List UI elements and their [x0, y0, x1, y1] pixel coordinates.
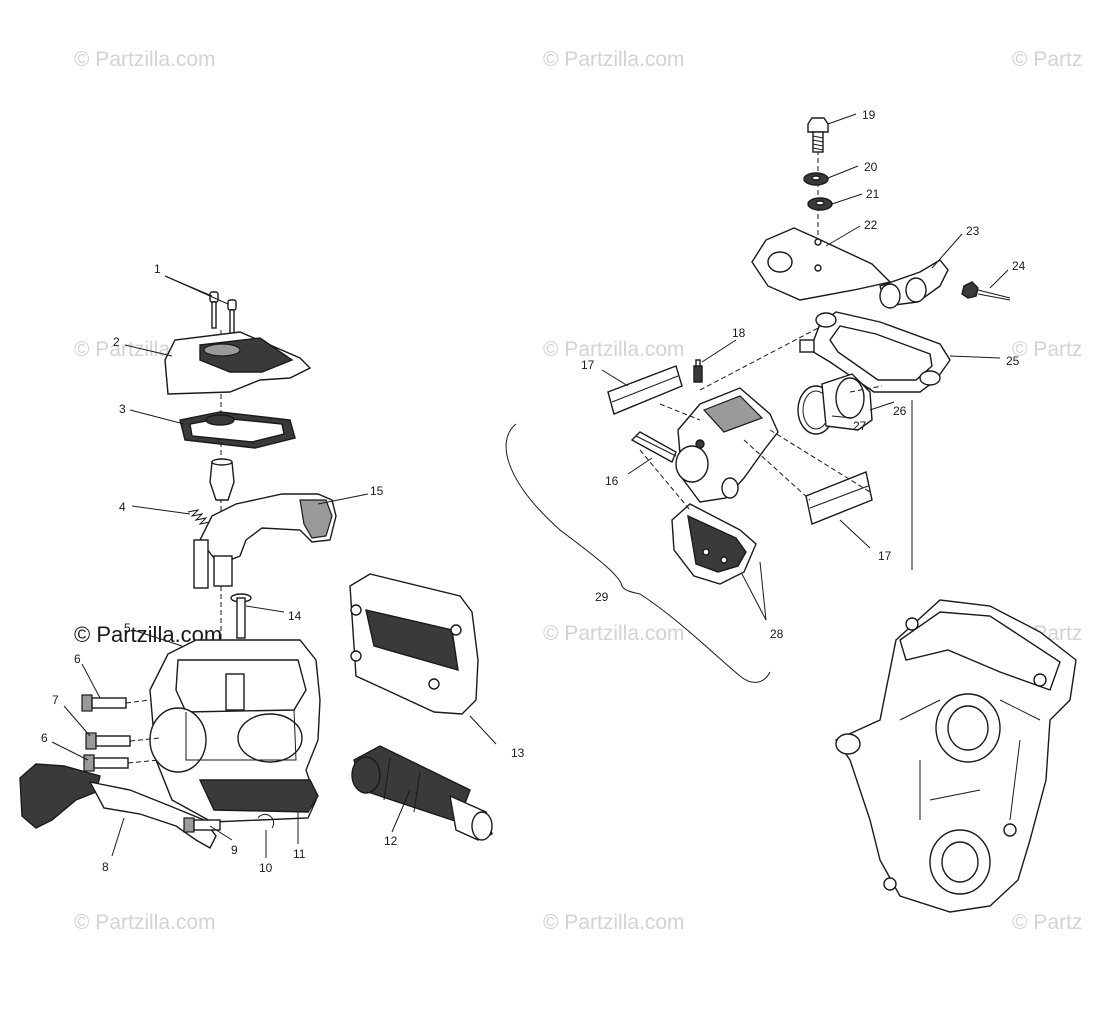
callout-13: 13 — [511, 746, 525, 760]
callout-1: 1 — [154, 262, 161, 276]
callout-23: 23 — [966, 224, 980, 238]
callout-18: 18 — [732, 326, 746, 340]
part-caliper-body — [675, 387, 779, 503]
callout-21: 21 — [866, 187, 880, 201]
callout-29: 29 — [595, 590, 609, 604]
part-hinge — [879, 259, 949, 309]
watermark: © Partzilla.com — [543, 911, 685, 934]
part-diaphragm — [179, 411, 296, 449]
part-brake-pads — [671, 503, 757, 585]
callout-5: 5 — [124, 621, 131, 635]
part-banjo — [630, 431, 677, 463]
part-cover — [164, 331, 312, 395]
watermark: © Partzilla.com — [543, 622, 685, 645]
watermark: © Partzilla.com — [74, 911, 216, 934]
assembly-bracket-29 — [505, 423, 771, 683]
part-clip — [257, 813, 275, 829]
left-assembly: 1 2 3 4 15 14 5 6 7 6 8 9 10 11 12 13 — [19, 262, 525, 875]
part-bleeder — [693, 359, 703, 383]
callout-25: 25 — [1006, 354, 1020, 368]
part-frame — [799, 311, 951, 393]
callout-19: 19 — [862, 108, 876, 122]
part-spring — [187, 509, 211, 525]
part-bolt-19 — [807, 117, 829, 153]
part-washer-20 — [803, 172, 829, 186]
part-screw-24 — [961, 281, 1011, 301]
callout-14: 14 — [288, 609, 302, 623]
callout-7: 7 — [52, 693, 59, 707]
part-lever-arm — [193, 493, 337, 589]
part-hub-carrier — [834, 599, 1077, 913]
part-piston — [209, 458, 235, 501]
part-housing — [149, 639, 321, 823]
callout-22: 22 — [864, 218, 878, 232]
callout-3: 3 — [119, 402, 126, 416]
callout-27: 27 — [853, 419, 867, 433]
callout-10: 10 — [259, 861, 273, 875]
callout-24: 24 — [1012, 259, 1026, 273]
part-retainer-upper — [607, 365, 683, 415]
left-leader-lines — [51, 275, 497, 858]
callout-8: 8 — [102, 860, 109, 874]
callout-15: 15 — [370, 484, 384, 498]
watermark: © Partz — [1012, 911, 1083, 934]
part-reservoir-cover — [349, 573, 479, 715]
part-bolts — [81, 694, 131, 772]
callout-6: 6 — [74, 652, 81, 666]
callout-28: 28 — [770, 627, 784, 641]
callout-11: 11 — [293, 847, 306, 861]
callout-6b: 6 — [41, 731, 48, 745]
part-screws — [209, 291, 237, 335]
part-retainer-lower — [805, 471, 873, 525]
callout-2: 2 — [113, 335, 120, 349]
callout-17b: 17 — [878, 549, 892, 563]
part-bracket — [751, 227, 892, 301]
part-pin — [230, 593, 252, 639]
callout-12: 12 — [384, 834, 398, 848]
right-assembly: 19 20 21 22 23 24 25 18 17 16 26 27 17 2… — [505, 108, 1077, 913]
part-sleeve — [351, 745, 493, 841]
callout-4: 4 — [119, 500, 126, 514]
watermark: © Partz — [1012, 338, 1083, 361]
callout-17: 17 — [581, 358, 595, 372]
callout-20: 20 — [864, 160, 878, 174]
watermark: © Partzilla.com — [543, 338, 685, 361]
right-leader-lines — [601, 113, 1009, 621]
watermark: © Partz — [1012, 48, 1083, 71]
watermark: © Partzilla.com — [74, 48, 216, 71]
callout-9: 9 — [231, 843, 238, 857]
right-dash-lines — [639, 325, 883, 511]
callout-26: 26 — [893, 404, 907, 418]
part-washer-21 — [807, 197, 833, 211]
callout-16: 16 — [605, 474, 619, 488]
watermark: © Partzilla.com — [543, 48, 685, 71]
part-screw-9 — [183, 817, 221, 833]
